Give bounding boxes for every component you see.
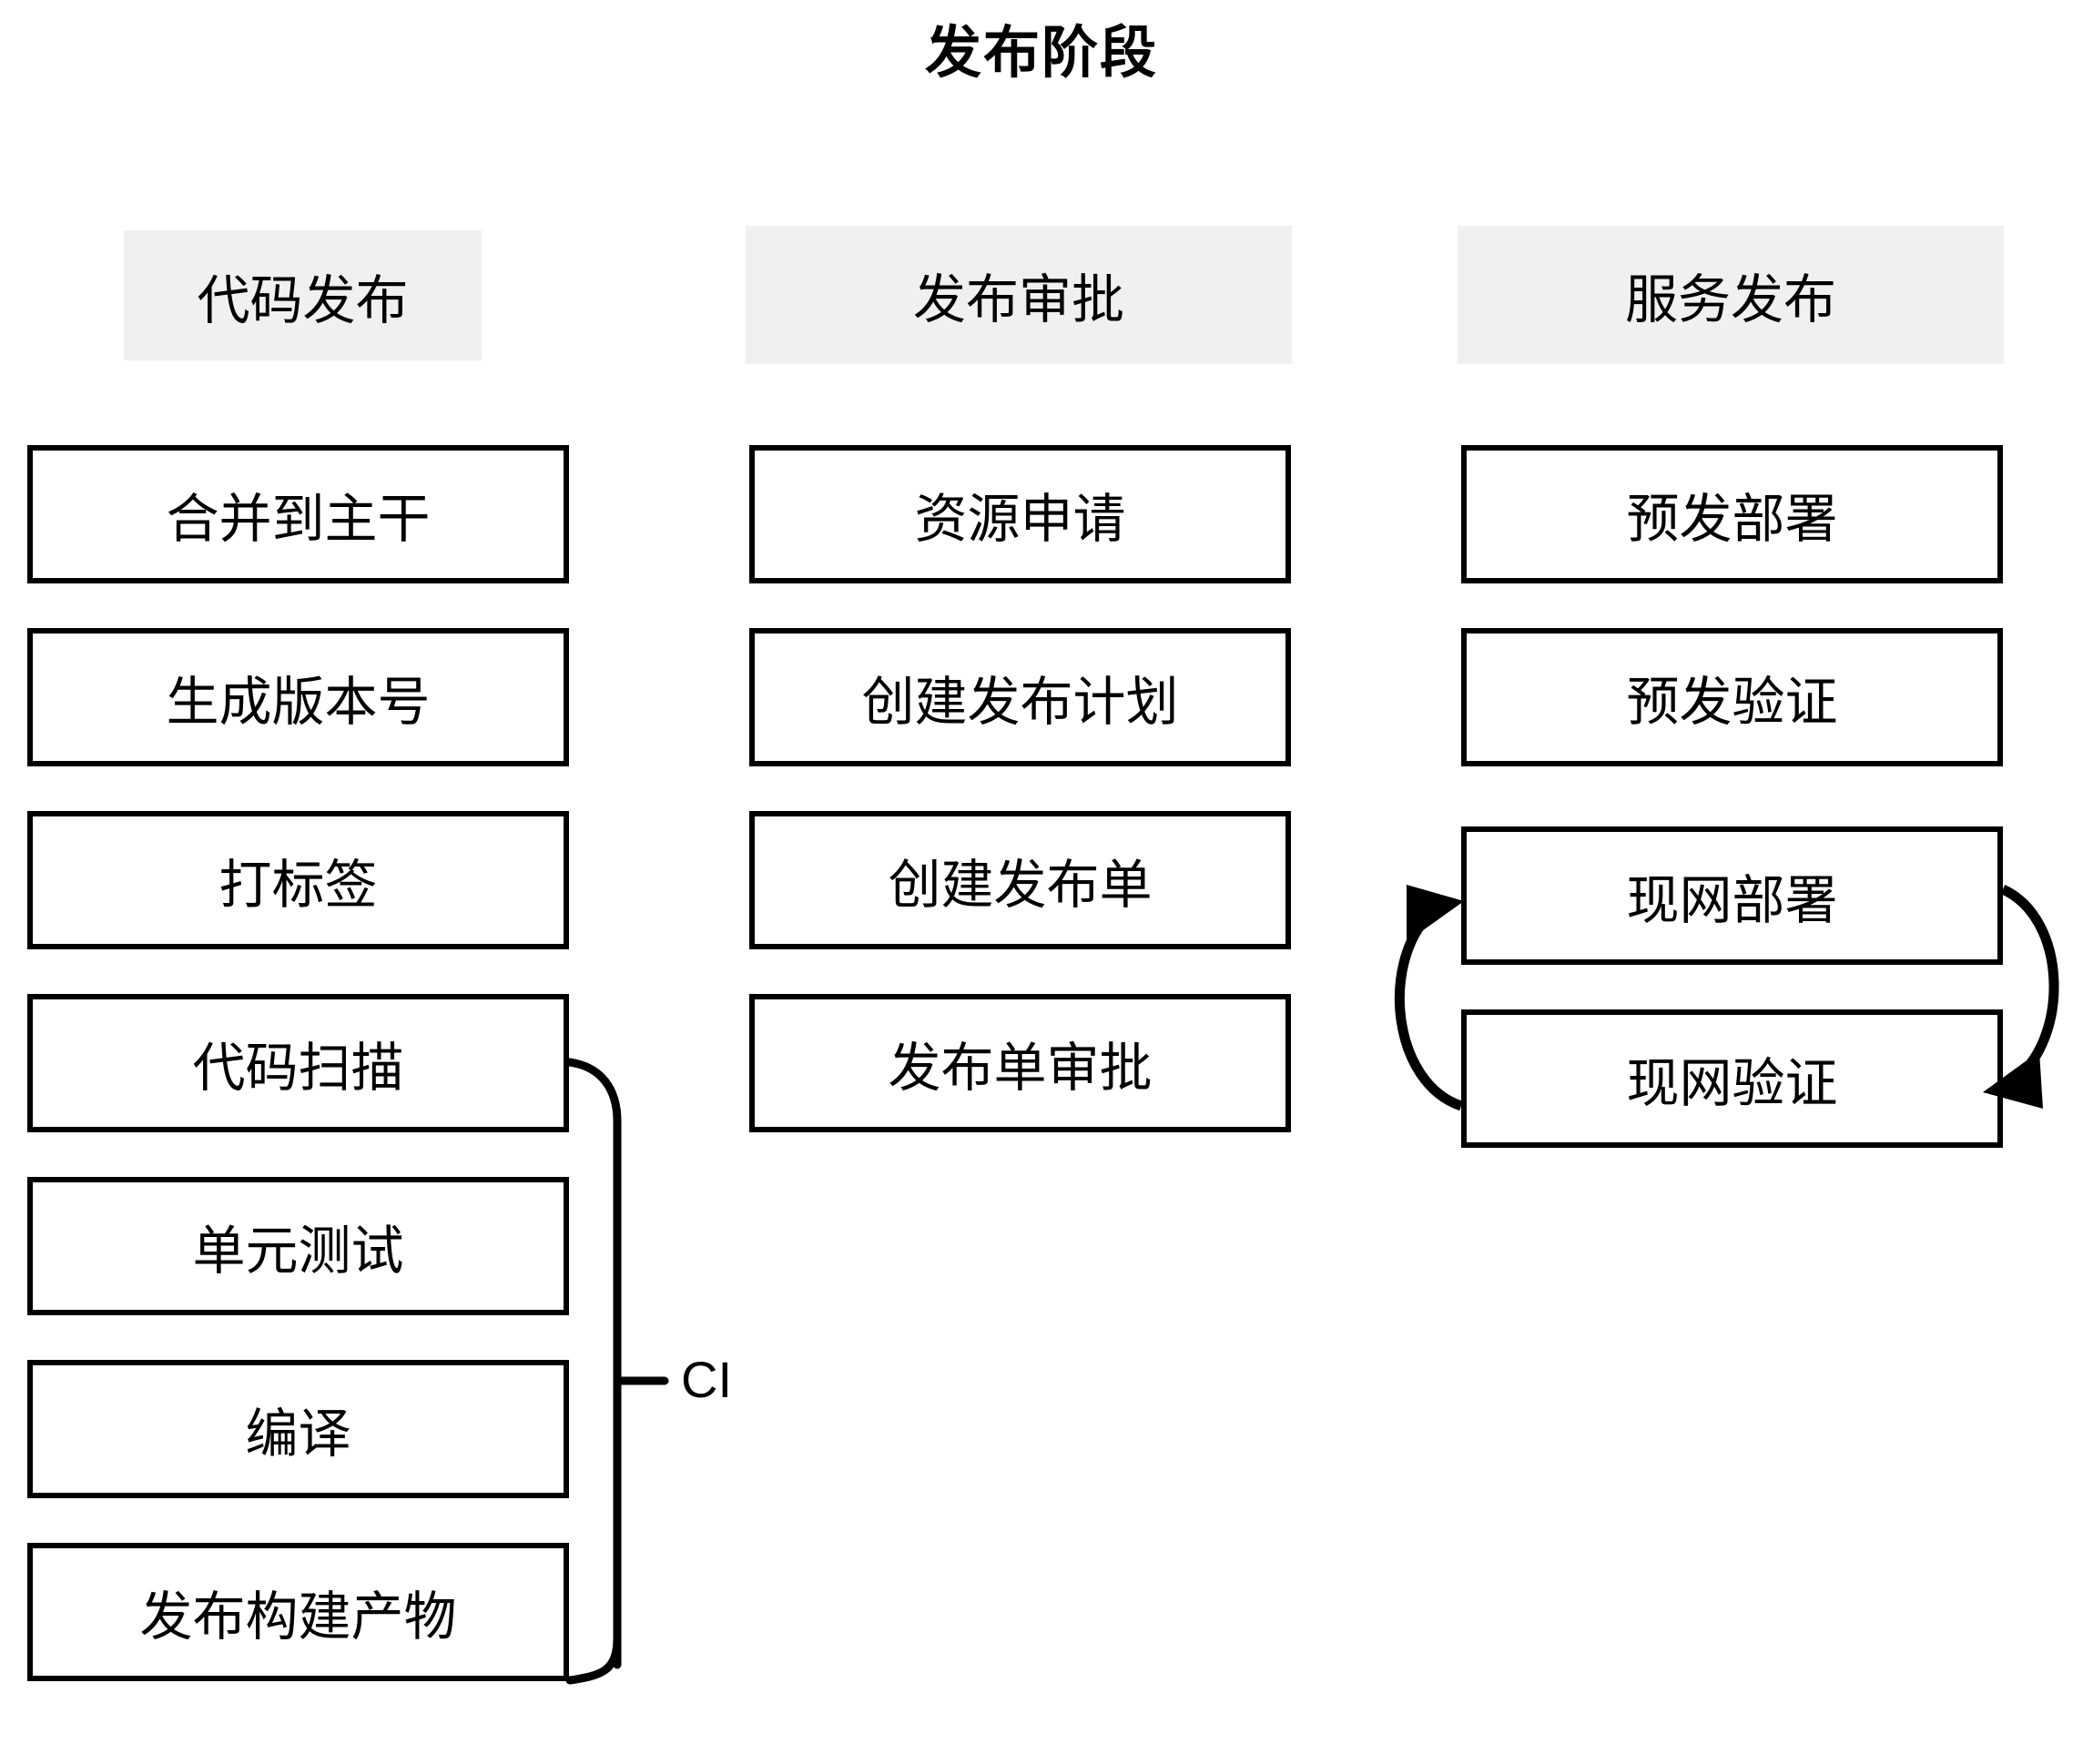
box-merge-to-trunk[interactable]: 合并到主干: [27, 445, 569, 583]
prod-loop-right-arrow: [2000, 885, 2059, 1082]
column-header-release-approval: 发布审批: [746, 226, 1292, 364]
ci-label: CI: [681, 1351, 732, 1408]
column-header-service-release: 服务发布: [1458, 226, 2004, 364]
box-create-release-plan[interactable]: 创建发布计划: [749, 628, 1291, 766]
prod-loop-left-arrow: [1394, 911, 1463, 1111]
box-preprod-deploy[interactable]: 预发部署: [1461, 445, 2003, 583]
box-code-scan[interactable]: 代码扫描: [27, 994, 569, 1132]
box-compile[interactable]: 编译: [27, 1360, 569, 1498]
box-publish-artifact[interactable]: 发布构建产物: [27, 1543, 569, 1681]
box-unit-test[interactable]: 单元测试: [27, 1177, 569, 1315]
box-create-release-ticket[interactable]: 创建发布单: [749, 811, 1291, 949]
page-title: 发布阶段: [924, 22, 1158, 85]
box-generate-version[interactable]: 生成版本号: [27, 628, 569, 766]
box-prod-deploy[interactable]: 现网部署: [1461, 826, 2003, 965]
ci-brace-icon: [565, 1058, 669, 1685]
box-prod-verify[interactable]: 现网验证: [1461, 1009, 2003, 1148]
box-resource-request[interactable]: 资源申请: [749, 445, 1291, 583]
box-release-ticket-approval[interactable]: 发布单审批: [749, 994, 1291, 1132]
box-tag[interactable]: 打标签: [27, 811, 569, 949]
arrow-head-up-left: [1407, 885, 1464, 942]
column-header-code-release: 代码发布: [124, 230, 482, 360]
box-preprod-verify[interactable]: 预发验证: [1461, 628, 2003, 766]
